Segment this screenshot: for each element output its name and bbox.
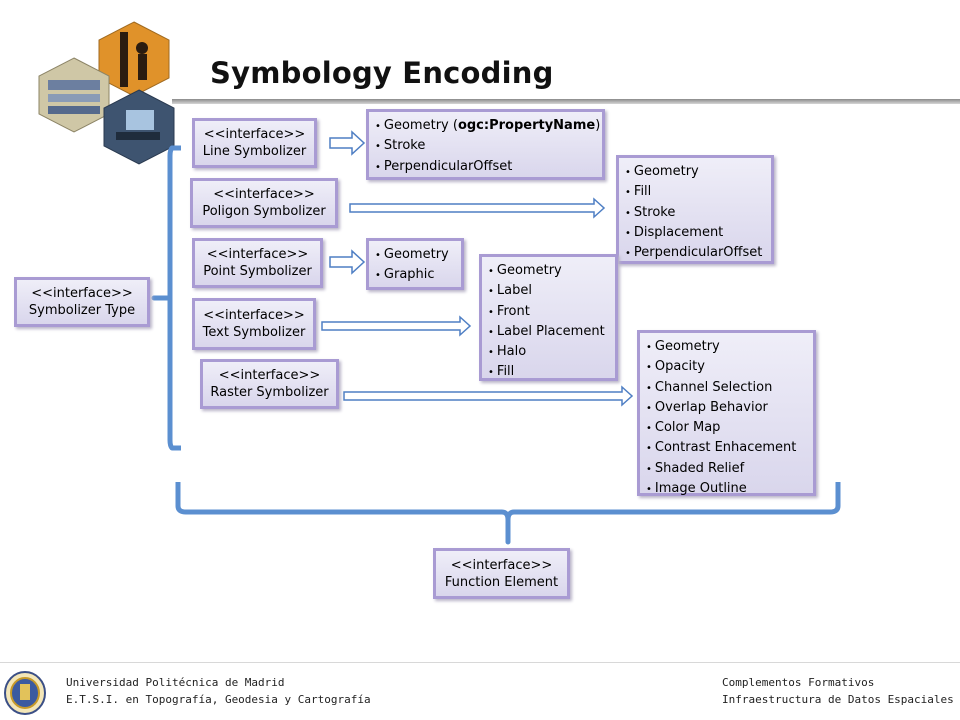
logo-icon: [38, 21, 175, 165]
point-symbolizer-box: <<interface>> Point Symbolizer: [192, 238, 323, 288]
list-item: Front: [488, 302, 609, 322]
stereotype-label: <<interface>>: [31, 286, 133, 301]
symbolizer-type-box: <<interface>> Symbolizer Type: [14, 277, 150, 327]
school-name: E.T.S.I. en Topografía, Geodesia y Carto…: [66, 693, 371, 706]
polygon-properties-box: Geometry Fill Stroke Displacement Perpen…: [616, 155, 774, 264]
footer-divider: [0, 662, 960, 663]
stereotype-label: <<interface>>: [218, 368, 321, 383]
interface-name: Point Symbolizer: [203, 264, 312, 279]
list-item: Label Placement: [488, 322, 609, 342]
list-item: Displacement: [625, 223, 765, 243]
course-name: Complementos Formativos: [722, 676, 875, 689]
list-item: Stroke: [625, 203, 765, 223]
stereotype-label: <<interface>>: [450, 557, 553, 573]
interface-name: Symbolizer Type: [28, 303, 136, 318]
arrow-point: [329, 249, 366, 275]
list-item: Geometry (ogc:PropertyName): [375, 116, 600, 136]
list-item: Geometry: [488, 261, 609, 281]
line-properties-box: Geometry (ogc:PropertyName) Stroke Perpe…: [366, 109, 605, 180]
list-item: Label: [488, 281, 609, 301]
list-item: Image Outline: [646, 479, 807, 499]
interface-name: Raster Symbolizer: [210, 385, 329, 400]
arrow-text: [321, 315, 472, 337]
list-item: Opacity: [646, 357, 807, 377]
list-item: Channel Selection: [646, 378, 807, 398]
footer-right: Complementos Formativos Infraestructura …: [722, 674, 954, 708]
interface-name: Text Symbolizer: [202, 325, 306, 340]
arrow-line: [329, 130, 366, 156]
interface-name: Poligon Symbolizer: [202, 204, 326, 219]
list-item: Color Map: [646, 418, 807, 438]
stereotype-label: <<interface>>: [213, 187, 315, 202]
university-name: Universidad Politécnica de Madrid: [66, 676, 285, 689]
stereotype-label: <<interface>>: [206, 247, 309, 262]
university-seal-icon: [4, 671, 46, 715]
stereotype-label: <<interface>>: [203, 308, 305, 323]
list-item: Contrast Enhacement: [646, 438, 807, 458]
raster-symbolizer-box: <<interface>> Raster Symbolizer: [200, 359, 339, 409]
list-item: Overlap Behavior: [646, 398, 807, 418]
list-item: Geometry: [375, 245, 455, 265]
function-element-box: <<interface>> Function Element: [433, 548, 570, 599]
list-item: PerpendicularOffset: [375, 157, 596, 177]
list-item: Shaded Relief: [646, 459, 807, 479]
text-properties-box: Geometry Label Front Label Placement Hal…: [479, 254, 618, 381]
interface-name: Line Symbolizer: [202, 144, 307, 159]
polygon-symbolizer-box: <<interface>> Poligon Symbolizer: [190, 178, 338, 228]
course-subtitle: Infraestructura de Datos Espaciales: [722, 693, 954, 706]
list-item: Graphic: [375, 265, 455, 285]
point-properties-box: Geometry Graphic: [366, 238, 464, 290]
text-symbolizer-box: <<interface>> Text Symbolizer: [192, 298, 316, 350]
list-item: Geometry: [646, 337, 807, 357]
page-title: Symbology Encoding: [210, 56, 554, 90]
line-symbolizer-box: <<interface>> Line Symbolizer: [192, 118, 317, 168]
interface-name: Function Element: [444, 574, 559, 590]
left-bracket: [151, 145, 181, 451]
raster-properties-box: Geometry Opacity Channel Selection Overl…: [637, 330, 816, 496]
list-item: Fill: [488, 362, 609, 382]
list-item: Geometry: [625, 162, 765, 182]
arrow-raster: [343, 385, 634, 407]
arrow-polygon: [349, 197, 606, 219]
footer-left: Universidad Politécnica de Madrid E.T.S.…: [66, 674, 371, 708]
title-underline: [172, 99, 960, 104]
stereotype-label: <<interface>>: [203, 127, 306, 142]
list-item: PerpendicularOffset: [625, 243, 765, 263]
list-item: Fill: [625, 182, 765, 202]
list-item: Halo: [488, 342, 609, 362]
list-item: Stroke: [375, 136, 596, 156]
